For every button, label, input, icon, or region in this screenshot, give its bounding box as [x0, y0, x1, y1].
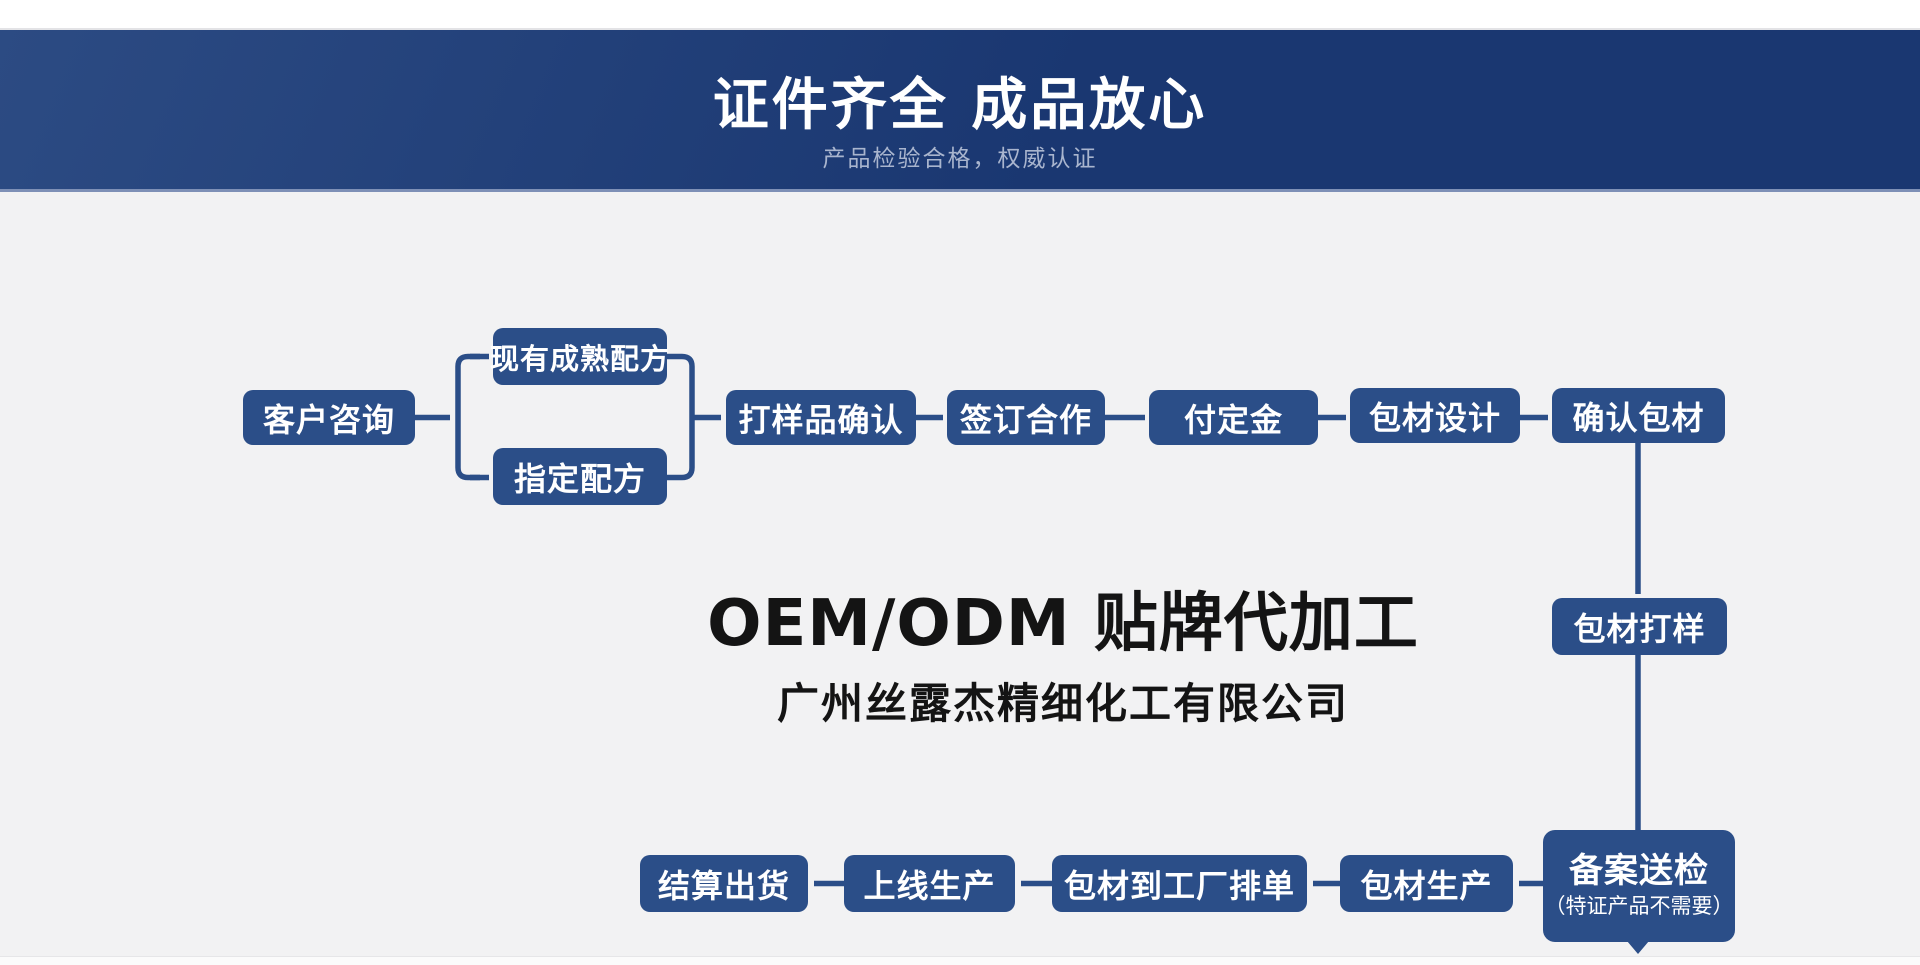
banner-subtitle: 产品检验合格，权威认证 — [822, 145, 1098, 171]
filing-inspection-note: （特证产品不需要） — [1544, 895, 1734, 919]
node-customer-inquiry: 客户咨询 — [243, 390, 415, 445]
node-confirm-packaging: 确认包材 — [1552, 388, 1725, 443]
node-custom-formula: 指定配方 — [493, 448, 667, 505]
callout-pointer — [1627, 941, 1649, 954]
node-existing-formula: 现有成熟配方 — [490, 328, 669, 385]
node-packaging-sampling: 包材打样 — [1552, 598, 1727, 655]
node-packaging-factory-scheduling: 包材到工厂排单 — [1052, 855, 1307, 912]
center-headline: OEM/ODM 贴牌代加工 广州丝露杰精细化工有限公司 — [563, 588, 1563, 728]
company-name: 广州丝露杰精细化工有限公司 — [776, 680, 1349, 727]
banner-title: 证件齐全 成品放心 — [712, 73, 1208, 138]
node-packaging-production: 包材生产 — [1340, 855, 1513, 912]
oem-odm-title: OEM/ODM 贴牌代加工 — [707, 587, 1419, 661]
header-banner: 证件齐全 成品放心 产品检验合格，权威认证 — [0, 30, 1920, 192]
node-online-production: 上线生产 — [844, 855, 1015, 912]
top-white-strip — [0, 0, 1920, 30]
node-sign-cooperation: 签订合作 — [947, 390, 1105, 445]
node-filing-inspection: 备案送检 （特证产品不需要） — [1543, 830, 1735, 942]
node-packaging-design: 包材设计 — [1350, 388, 1520, 443]
node-pay-deposit: 付定金 — [1149, 390, 1318, 445]
node-sample-confirm: 打样品确认 — [726, 390, 916, 445]
bottom-white-strip — [0, 956, 1920, 965]
filing-inspection-label: 备案送检 — [1569, 852, 1709, 891]
node-settle-ship: 结算出货 — [640, 855, 808, 912]
